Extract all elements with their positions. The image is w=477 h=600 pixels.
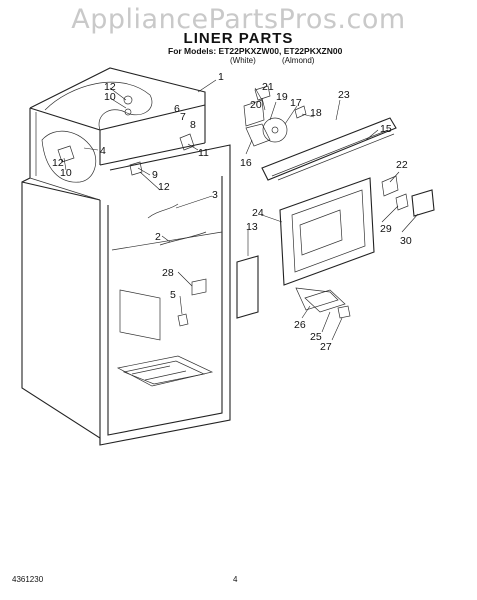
air-handler-housing: [279, 177, 375, 286]
callout-24: 24: [252, 207, 264, 219]
mounting-bracket: [304, 289, 346, 313]
callout-26: 26: [294, 319, 306, 331]
white-label: (White): [230, 56, 256, 65]
callout-18: 18: [310, 107, 322, 119]
leader-lines: [63, 79, 419, 341]
liner-cabinet: [21, 67, 231, 446]
page-number: 4: [233, 575, 238, 584]
callout-10b: 10: [60, 167, 72, 179]
callout-1: 1: [218, 71, 224, 83]
models-line: For Models: ET22PKXZW00, ET22PKXZN00: [168, 46, 343, 56]
callout-8: 8: [190, 119, 196, 131]
callout-12a: 12: [104, 81, 116, 93]
evaporator-cover: [261, 117, 397, 181]
callout-2: 2: [155, 231, 161, 243]
callout-29: 29: [380, 223, 392, 235]
callout-6: 6: [174, 103, 180, 115]
callout-21: 21: [262, 81, 274, 93]
callout-17: 17: [290, 97, 302, 109]
callout-23: 23: [338, 89, 350, 101]
document-number: 4361230: [12, 575, 44, 584]
wiring-harness: [41, 81, 153, 183]
control-housing-part: [411, 189, 435, 217]
callout-11: 11: [198, 147, 209, 159]
callout-27: 27: [320, 341, 332, 353]
callout-4: 4: [100, 145, 106, 157]
callout-22: 22: [396, 159, 408, 171]
callout-15: 15: [380, 123, 392, 135]
callout-10a: 10: [104, 91, 116, 103]
callout-30: 30: [400, 235, 412, 247]
callout-20: 20: [250, 99, 262, 111]
callout-12c: 12: [158, 181, 170, 193]
callout-3: 3: [212, 189, 218, 201]
callout-7: 7: [180, 111, 186, 123]
callout-labels: 1 2 3 4 5 6 7 8 9 10 10 11 12 12 12 13 1…: [52, 71, 412, 353]
almond-label: (Almond): [282, 56, 315, 65]
duct-panel: [236, 255, 259, 319]
callout-9: 9: [152, 169, 158, 181]
knob-part: [395, 193, 409, 211]
watermark: AppliancePartsPros.com: [71, 4, 406, 35]
liner-components: [129, 133, 207, 327]
callout-19: 19: [276, 91, 288, 103]
callout-5: 5: [170, 289, 176, 301]
fan-motor-assembly: [243, 85, 307, 147]
callout-16: 16: [240, 157, 252, 169]
callout-28: 28: [162, 267, 174, 279]
switch-part: [381, 175, 399, 197]
callout-25: 25: [310, 331, 322, 343]
callout-12b: 12: [52, 157, 64, 169]
callout-13: 13: [246, 221, 258, 233]
page-title: LINER PARTS: [183, 30, 294, 47]
